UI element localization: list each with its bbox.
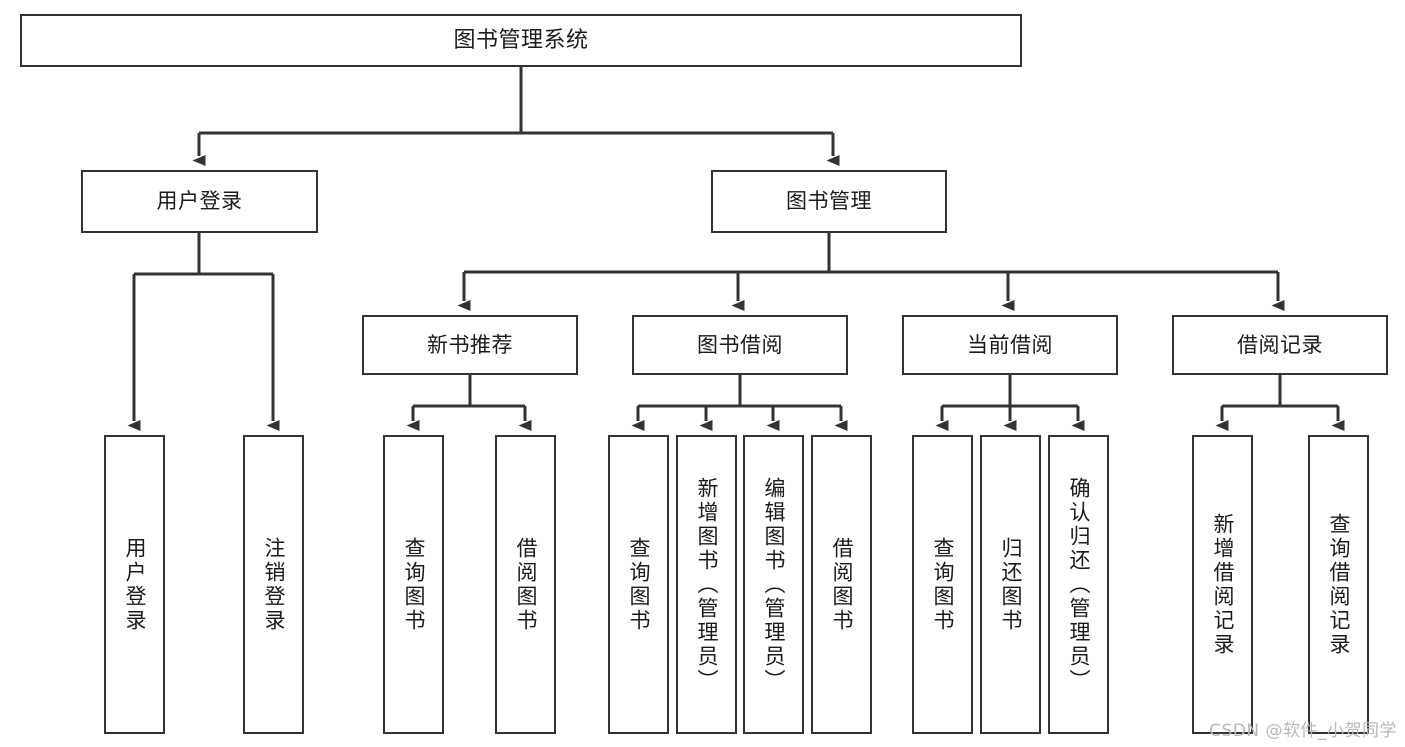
node-leaf-borrow-book-2-label: 借阅图书 <box>830 536 854 633</box>
node-leaf-return-book[interactable]: 归还图书 <box>980 435 1041 734</box>
node-leaf-query-book-3[interactable]: 查询图书 <box>912 435 973 734</box>
node-leaf-query-record[interactable]: 查询借阅记录 <box>1308 435 1369 734</box>
node-leaf-borrow-book-1-label: 借阅图书 <box>514 536 538 633</box>
node-leaf-confirm-return[interactable]: 确认归还（管理员） <box>1048 435 1109 734</box>
csdn-watermark: CSDN @软件_小贺同学 <box>1209 721 1397 741</box>
node-leaf-edit-book[interactable]: 编辑图书（管理员） <box>743 435 804 734</box>
node-leaf-logout-label: 注销登录 <box>262 536 286 633</box>
node-leaf-user-login-label: 用户登录 <box>123 536 147 633</box>
node-root[interactable]: 图书管理系统 <box>20 14 1022 67</box>
node-book-borrow[interactable]: 图书借阅 <box>632 315 848 375</box>
node-leaf-return-book-label: 归还图书 <box>999 536 1023 633</box>
node-leaf-query-book-1[interactable]: 查询图书 <box>383 435 444 734</box>
node-leaf-borrow-book-1[interactable]: 借阅图书 <box>495 435 556 734</box>
node-leaf-add-book-label: 新增图书（管理员） <box>695 476 719 693</box>
node-leaf-query-book-1-label: 查询图书 <box>402 536 426 633</box>
node-leaf-logout[interactable]: 注销登录 <box>243 435 304 734</box>
node-current-borrow-label: 当前借阅 <box>967 332 1053 357</box>
node-current-borrow[interactable]: 当前借阅 <box>902 315 1118 375</box>
node-leaf-add-record[interactable]: 新增借阅记录 <box>1192 435 1253 734</box>
node-root-label: 图书管理系统 <box>453 27 589 53</box>
node-leaf-query-book-2[interactable]: 查询图书 <box>608 435 669 734</box>
node-leaf-query-record-label: 查询借阅记录 <box>1327 512 1351 657</box>
node-leaf-add-record-label: 新增借阅记录 <box>1211 512 1235 657</box>
node-new-book-recommend[interactable]: 新书推荐 <box>362 315 578 375</box>
node-book-management[interactable]: 图书管理 <box>711 170 947 233</box>
node-leaf-user-login[interactable]: 用户登录 <box>104 435 165 734</box>
node-user-login-label: 用户登录 <box>156 189 243 214</box>
node-leaf-edit-book-label: 编辑图书（管理员） <box>762 476 786 693</box>
node-borrow-record[interactable]: 借阅记录 <box>1172 315 1388 375</box>
node-new-book-recommend-label: 新书推荐 <box>427 332 513 357</box>
node-leaf-add-book[interactable]: 新增图书（管理员） <box>676 435 737 734</box>
node-leaf-query-book-2-label: 查询图书 <box>627 536 651 633</box>
node-leaf-borrow-book-2[interactable]: 借阅图书 <box>811 435 872 734</box>
node-leaf-query-book-3-label: 查询图书 <box>931 536 955 633</box>
node-book-borrow-label: 图书借阅 <box>697 332 783 357</box>
node-leaf-confirm-return-label: 确认归还（管理员） <box>1067 476 1091 693</box>
node-borrow-record-label: 借阅记录 <box>1237 332 1323 357</box>
node-user-login[interactable]: 用户登录 <box>81 170 318 233</box>
node-book-management-label: 图书管理 <box>786 189 872 214</box>
